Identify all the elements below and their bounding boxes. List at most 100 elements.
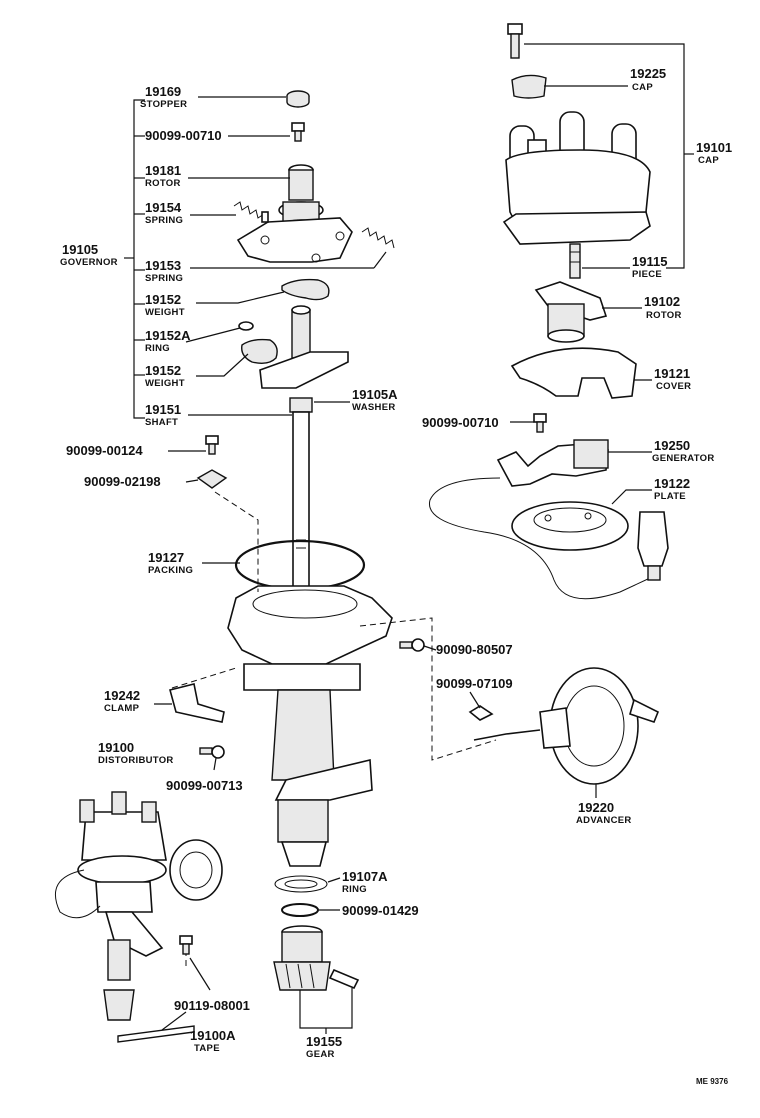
svg-text:90119-08001: 90119-08001	[174, 998, 250, 1013]
spring-19153-part	[361, 227, 395, 249]
svg-text:90099-00710: 90099-00710	[145, 128, 222, 143]
svg-text:ADVANCER: ADVANCER	[576, 815, 632, 826]
svg-text:90099-07109: 90099-07109	[436, 676, 513, 691]
svg-text:SPRING: SPRING	[145, 215, 183, 226]
label-19152-lower: 19152 WEIGHT	[145, 363, 185, 389]
label-19220: 19220 ADVANCER	[576, 800, 632, 826]
dashed-guide-2	[359, 617, 497, 761]
label-90099-07109: 90099-07109	[436, 676, 513, 691]
label-90099-00713: 90099-00713	[166, 778, 243, 793]
label-19102: 19102 ROTOR	[644, 294, 682, 321]
svg-text:19105A: 19105A	[352, 387, 398, 402]
ring-19107A-part	[274, 875, 328, 893]
svg-text:19152: 19152	[145, 292, 181, 307]
svg-text:COVER: COVER	[656, 381, 691, 392]
dashed-guide-3	[171, 667, 237, 689]
label-19225: 19225 CAP	[630, 66, 666, 93]
label-19250: 19250 GENERATOR	[652, 438, 715, 464]
svg-text:CLAMP: CLAMP	[104, 703, 140, 714]
label-19105: 19105 GOVERNOR	[60, 242, 118, 268]
svg-text:90090-80507: 90090-80507	[436, 642, 513, 657]
svg-text:WEIGHT: WEIGHT	[145, 307, 185, 318]
label-90099-00710-left: 90099-00710	[145, 128, 222, 143]
governor-bracket	[124, 99, 145, 419]
svg-text:90099-02198: 90099-02198	[84, 474, 161, 489]
label-19121: 19121 COVER	[654, 366, 691, 392]
screw-part	[291, 122, 305, 142]
svg-text:19154: 19154	[145, 200, 182, 215]
generator-19250-part	[428, 439, 651, 600]
svg-text:19181: 19181	[145, 163, 181, 178]
weight-upper-part	[281, 278, 330, 301]
ring-part	[238, 321, 254, 331]
svg-text:19152A: 19152A	[145, 328, 191, 343]
svg-text:SPRING: SPRING	[145, 273, 183, 284]
label-19127: 19127 PACKING	[148, 550, 193, 576]
gear-part	[273, 925, 360, 991]
svg-text:19220: 19220	[578, 800, 614, 815]
svg-text:DISTORIBUTOR: DISTORIBUTOR	[98, 755, 174, 766]
svg-text:19151: 19151	[145, 402, 181, 417]
svg-text:19127: 19127	[148, 550, 184, 565]
plate-19122-part	[511, 501, 669, 581]
clamp-part	[169, 683, 225, 723]
svg-text:19153: 19153	[145, 258, 181, 273]
label-19152-upper: 19152 WEIGHT	[145, 292, 185, 318]
label-19152A: 19152A RING	[145, 328, 191, 354]
svg-text:RING: RING	[145, 343, 170, 354]
cap-screw-part	[507, 23, 523, 59]
svg-text:ME 9376: ME 9376	[696, 1077, 729, 1086]
svg-text:19102: 19102	[644, 294, 680, 309]
diagram-code: ME 9376	[696, 1077, 729, 1086]
label-19155: 19155 GEAR	[306, 1034, 342, 1060]
label-19151: 19151 SHAFT	[145, 402, 181, 428]
svg-text:19155: 19155	[306, 1034, 342, 1049]
label-19154: 19154 SPRING	[145, 200, 183, 226]
washer-90099-01429-part	[281, 903, 319, 917]
label-19100: 19100 DISTORIBUTOR	[98, 740, 174, 766]
svg-text:RING: RING	[342, 884, 367, 895]
svg-text:19107A: 19107A	[342, 869, 388, 884]
label-19242: 19242 CLAMP	[104, 688, 140, 714]
svg-text:19100: 19100	[98, 740, 134, 755]
screw-90099-00710-right-part	[533, 413, 547, 433]
svg-text:19242: 19242	[104, 688, 140, 703]
piece-19115-part	[569, 243, 581, 279]
cover-19121-part	[510, 347, 637, 399]
svg-text:GOVERNOR: GOVERNOR	[60, 257, 118, 268]
dashed-guide-1	[214, 491, 259, 592]
label-90099-00710-right: 90099-00710	[422, 415, 499, 430]
svg-text:PIECE: PIECE	[632, 269, 662, 280]
svg-text:19225: 19225	[630, 66, 666, 81]
distributor-assembly-part	[55, 791, 223, 1043]
label-19105A: 19105A WASHER	[352, 387, 398, 413]
svg-text:90099-00710: 90099-00710	[422, 415, 499, 430]
svg-text:19122: 19122	[654, 476, 690, 491]
svg-text:ROTOR: ROTOR	[145, 178, 181, 189]
svg-text:GENERATOR: GENERATOR	[652, 453, 715, 464]
cap-19225-part	[511, 74, 547, 99]
weight-lower-part	[241, 338, 278, 365]
label-90099-00124: 90099-00124	[66, 443, 143, 458]
svg-text:WEIGHT: WEIGHT	[145, 378, 185, 389]
label-19181: 19181 ROTOR	[145, 163, 181, 189]
svg-text:GEAR: GEAR	[306, 1049, 335, 1060]
rotor-19102-part	[534, 281, 608, 343]
svg-text:ROTOR: ROTOR	[646, 310, 682, 321]
svg-text:STOPPER: STOPPER	[140, 99, 187, 110]
svg-text:19121: 19121	[654, 366, 690, 381]
label-19122: 19122 PLATE	[654, 476, 690, 502]
label-19107A: 19107A RING	[342, 869, 388, 895]
svg-text:19105: 19105	[62, 242, 98, 257]
label-19115: 19115 PIECE	[632, 254, 667, 280]
label-90099-02198: 90099-02198	[84, 474, 161, 489]
label-90090-80507: 90090-80507	[436, 642, 513, 657]
svg-text:SHAFT: SHAFT	[145, 417, 178, 428]
svg-text:19100A: 19100A	[190, 1028, 236, 1043]
label-19101: 19101 CAP	[696, 140, 732, 166]
svg-text:PACKING: PACKING	[148, 565, 193, 576]
svg-text:19101: 19101	[696, 140, 732, 155]
label-90099-01429: 90099-01429	[342, 903, 419, 918]
svg-text:CAP: CAP	[698, 155, 719, 166]
